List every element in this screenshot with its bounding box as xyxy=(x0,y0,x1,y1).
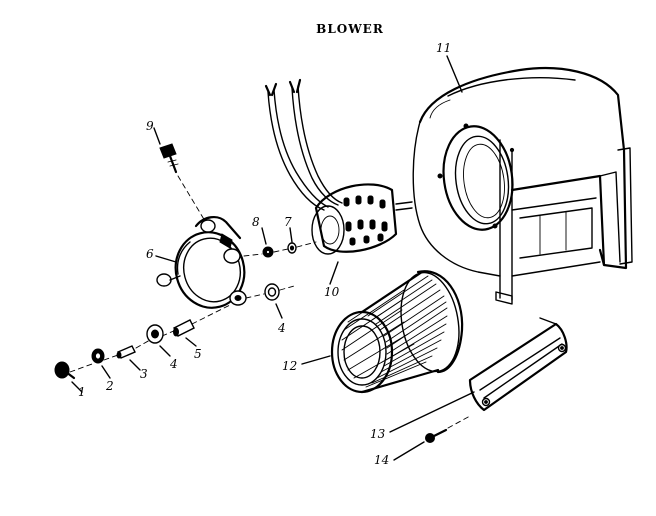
part-9-bolt xyxy=(159,143,179,174)
callout-6: 6 xyxy=(146,247,154,261)
part-6-mounting-bracket xyxy=(156,216,247,309)
assembly-line-7-8 xyxy=(243,241,317,257)
callout-8-leader xyxy=(261,227,267,245)
assembly-line-lower xyxy=(69,303,233,373)
callout-3-leader xyxy=(129,359,141,371)
callout-8: 8 xyxy=(252,215,260,229)
motor xyxy=(311,183,413,255)
callout-9-leader xyxy=(153,127,161,145)
callout-4b: 4 xyxy=(277,321,286,335)
part-7-washer xyxy=(287,242,297,254)
callout-11: 11 xyxy=(436,41,451,55)
callout-12-leader xyxy=(301,355,331,365)
callout-4b-leader xyxy=(275,303,283,319)
callout-13-leader xyxy=(389,391,475,433)
assembly-line-14 xyxy=(447,415,471,429)
part-13-cutoff-plate xyxy=(468,317,568,412)
callout-4a: 4 xyxy=(169,357,178,371)
callout-4a-leader xyxy=(159,345,171,357)
callout-1-leader xyxy=(71,381,83,393)
callout-10-leader xyxy=(329,261,339,285)
callout-3: 3 xyxy=(140,367,148,381)
callout-2-leader xyxy=(101,365,111,379)
callout-13: 13 xyxy=(370,427,386,441)
assembly-line-4b xyxy=(245,285,295,299)
callout-7: 7 xyxy=(284,215,292,229)
motor-wires xyxy=(264,78,343,211)
callout-10: 10 xyxy=(324,285,340,299)
callout-2: 2 xyxy=(105,379,114,393)
callout-14: 14 xyxy=(374,453,389,467)
callout-7-leader xyxy=(289,227,293,243)
part-3-spacer xyxy=(116,345,136,359)
callout-5: 5 xyxy=(194,347,202,361)
blower-housing xyxy=(412,67,633,305)
callout-1: 1 xyxy=(78,385,86,399)
callout-5-leader xyxy=(185,337,197,347)
part-1-bolt xyxy=(54,361,76,380)
part-14-screw xyxy=(425,428,448,443)
part-4-grommet-lower xyxy=(146,324,164,344)
callout-6-leader xyxy=(155,255,177,263)
part-8-nut xyxy=(262,246,274,258)
callout-11-leader xyxy=(446,55,463,93)
part-5-sleeve xyxy=(173,319,195,337)
diagram-title: BLOWER xyxy=(316,22,384,36)
callout-14-leader xyxy=(393,441,425,461)
part-12-blower-wheel xyxy=(330,270,464,394)
part-4-grommet-upper xyxy=(264,283,280,301)
part-2-washer xyxy=(91,348,105,364)
assembly-line-9 xyxy=(177,175,209,227)
callout-9: 9 xyxy=(146,119,154,133)
callout-12: 12 xyxy=(282,359,297,373)
